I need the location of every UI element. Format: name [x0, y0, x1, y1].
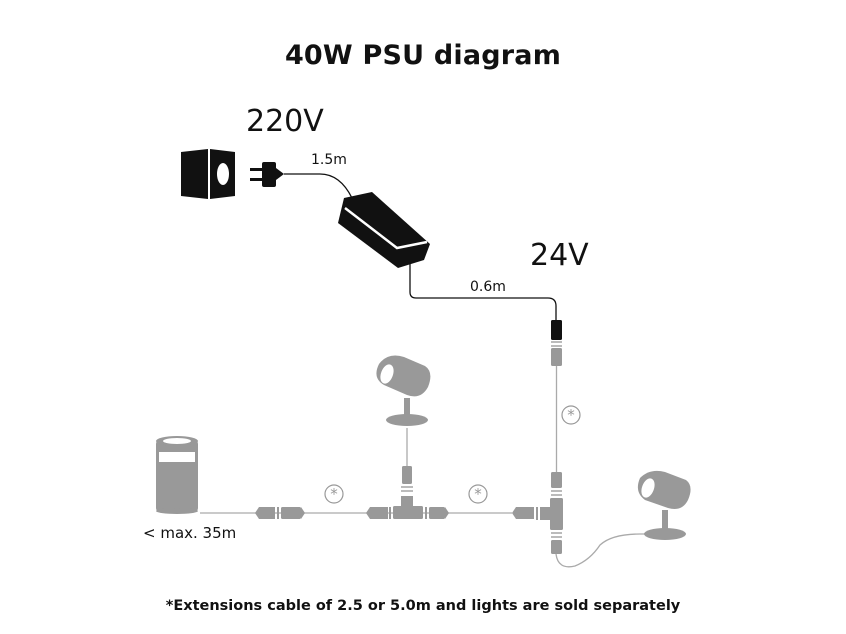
- psu-output-connector: [551, 320, 562, 340]
- input-voltage-label: 220V: [246, 104, 324, 139]
- extension-marker-left: [324, 484, 344, 504]
- t-connector-center-icon: [366, 466, 449, 519]
- plug-icon: [250, 162, 284, 187]
- spot-light-center-icon: [376, 355, 431, 426]
- output-cable-length-label: 0.6m: [470, 279, 506, 295]
- output-cable: [409, 264, 557, 320]
- wall-socket-icon: [181, 149, 235, 199]
- output-voltage-label: 24V: [530, 238, 589, 273]
- t-connector-right-icon: [536, 472, 563, 554]
- power-supply-unit-icon: [338, 192, 430, 268]
- spot-light-right-icon: [637, 470, 691, 540]
- bollard-light-icon: [156, 436, 198, 514]
- mains-cable: [284, 173, 353, 199]
- max-run-length-label: < max. 35m: [143, 524, 237, 542]
- diagram-title: 40W PSU diagram: [284, 40, 562, 71]
- extension-marker-vertical: [561, 405, 581, 425]
- mains-cable-length-label: 1.5m: [311, 152, 347, 168]
- extension-marker-right: [468, 484, 488, 504]
- footnote: *Extensions cable of 2.5 or 5.0m and lig…: [165, 598, 681, 614]
